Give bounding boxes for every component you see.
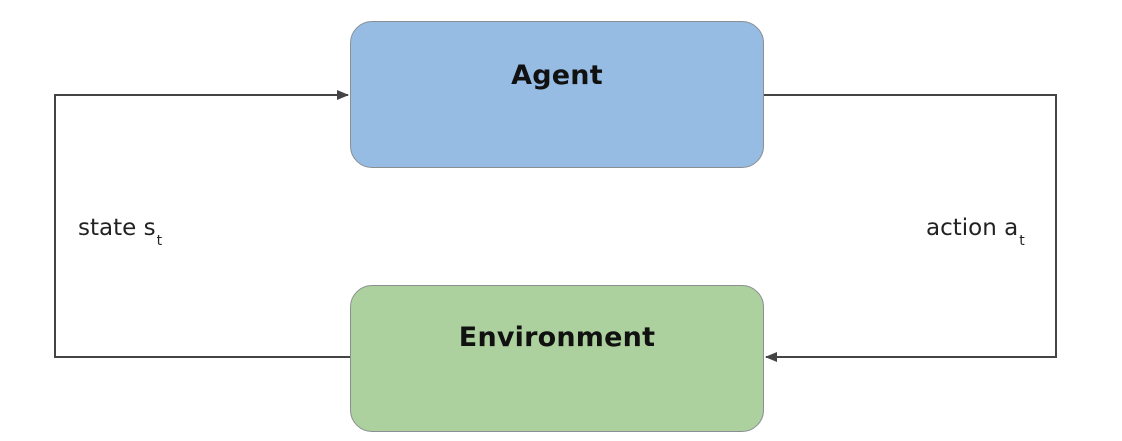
action-word: action: [926, 215, 997, 241]
environment-node: Environment: [350, 285, 764, 432]
action-symbol: a: [1004, 215, 1019, 241]
action-edge-label: action at: [926, 215, 1025, 249]
state-word: state: [78, 215, 137, 241]
action-connector: [764, 94, 1057, 362]
action-subscript: t: [1019, 233, 1025, 249]
state-subscript: t: [156, 233, 163, 249]
agent-node: Agent: [350, 21, 764, 168]
state-connector: [54, 90, 350, 358]
state-symbol: s: [143, 215, 156, 241]
agent-label: Agent: [511, 60, 603, 91]
environment-label: Environment: [458, 322, 656, 353]
state-edge-label: state st: [78, 215, 162, 249]
